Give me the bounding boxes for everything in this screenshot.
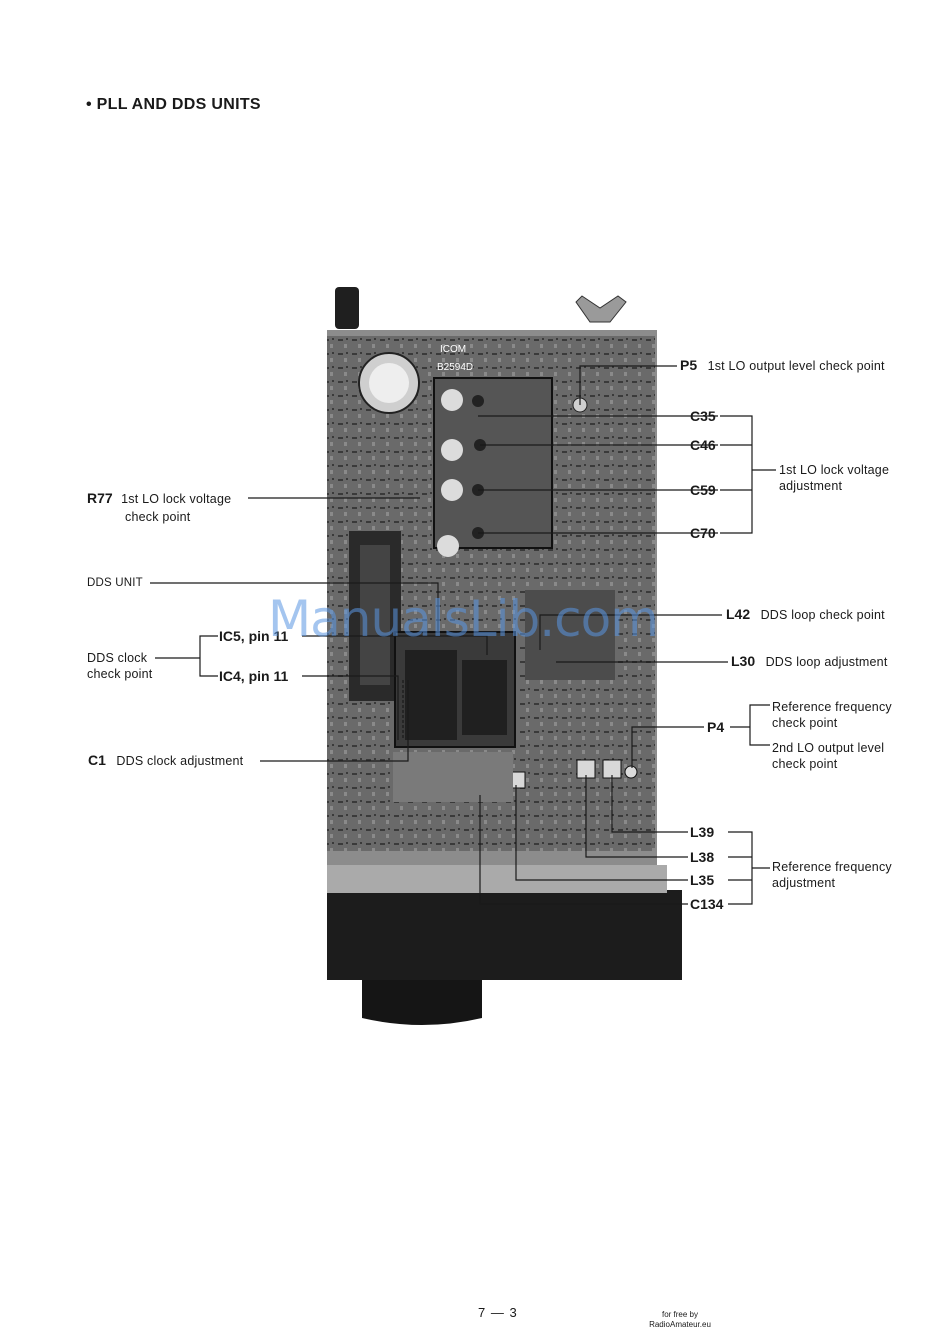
ref-freq-adj-line1: Reference frequency: [772, 860, 892, 874]
callout-ic5: IC5, pin 11: [219, 628, 289, 644]
callout-c1-text: DDS clock adjustment: [116, 754, 244, 768]
callout-p5: P5 1st LO output level check point: [680, 357, 885, 375]
callout-r77-ref: R77: [87, 490, 113, 506]
callout-p5-ref: P5: [680, 357, 698, 373]
lo2-line2: check point: [772, 757, 838, 771]
ref-freq-adj-line2: adjustment: [772, 876, 836, 890]
dds-clock-line1: DDS clock: [87, 651, 148, 665]
callout-c35: C35: [690, 408, 716, 424]
callout-c70: C70: [690, 525, 716, 541]
front-panel: [327, 890, 682, 980]
callout-r77: R77 1st LO lock voltage: [87, 490, 231, 508]
main-dial: [362, 980, 482, 1025]
ref-freq-cp-line1: Reference frequency: [772, 700, 892, 714]
dds-clock-line2: check point: [87, 667, 153, 681]
callout-ref-freq-adjustment: Reference frequency adjustment: [772, 859, 892, 891]
callout-r77-line1: 1st LO lock voltage: [121, 492, 232, 506]
callout-ic4: IC4, pin 11: [219, 668, 289, 684]
lo-lock-line2: adjustment: [779, 479, 843, 493]
credit: for free by RadioAmateur.eu: [640, 1310, 720, 1330]
callout-c59: C59: [690, 482, 716, 498]
callout-l30-ref: L30: [731, 653, 756, 669]
credit-line1: for free by: [661, 1310, 698, 1319]
ref-freq-cp-line2: check point: [772, 716, 838, 730]
callout-c1-ref: C1: [88, 752, 106, 768]
callout-l35: L35: [690, 872, 715, 888]
callout-c1: C1 DDS clock adjustment: [88, 752, 243, 770]
lo-lock-line1: 1st LO lock voltage: [779, 463, 890, 477]
callout-p4: P4: [707, 719, 725, 735]
callout-p5-text: 1st LO output level check point: [707, 359, 885, 373]
callout-l38: L38: [690, 849, 715, 865]
credit-line2: RadioAmateur.eu: [649, 1320, 711, 1329]
callout-c134: C134: [690, 896, 724, 912]
callout-l42: L42 DDS loop check point: [726, 606, 885, 624]
lo2-line1: 2nd LO output level: [772, 741, 885, 755]
page-title: • PLL AND DDS UNITS: [86, 96, 261, 113]
callout-l30: L30 DDS loop adjustment: [731, 653, 888, 671]
knob-top: [335, 287, 359, 329]
watermark: ManualsLib.com: [268, 590, 659, 648]
callout-dds-unit: DDS UNIT: [87, 577, 143, 589]
board-marking-number: B2594D: [437, 362, 473, 373]
callout-2nd-lo-check-point: 2nd LO output level check point: [772, 740, 884, 772]
page-number: 7 — 3: [478, 1305, 518, 1320]
wing-screw: [575, 295, 627, 323]
callout-l42-text: DDS loop check point: [760, 608, 885, 622]
callout-lo-lock-adjustment: 1st LO lock voltage adjustment: [779, 462, 889, 494]
callout-l30-text: DDS loop adjustment: [765, 655, 888, 669]
board-marking-icom: ICOM: [440, 344, 466, 355]
callout-r77-line2: check point: [125, 510, 191, 524]
callout-l39: L39: [690, 824, 715, 840]
callout-l42-ref: L42: [726, 606, 751, 622]
callout-ref-freq-check-point: Reference frequency check point: [772, 699, 892, 731]
callout-c46: C46: [690, 437, 716, 453]
callout-dds-clock: DDS clock check point: [87, 650, 152, 682]
